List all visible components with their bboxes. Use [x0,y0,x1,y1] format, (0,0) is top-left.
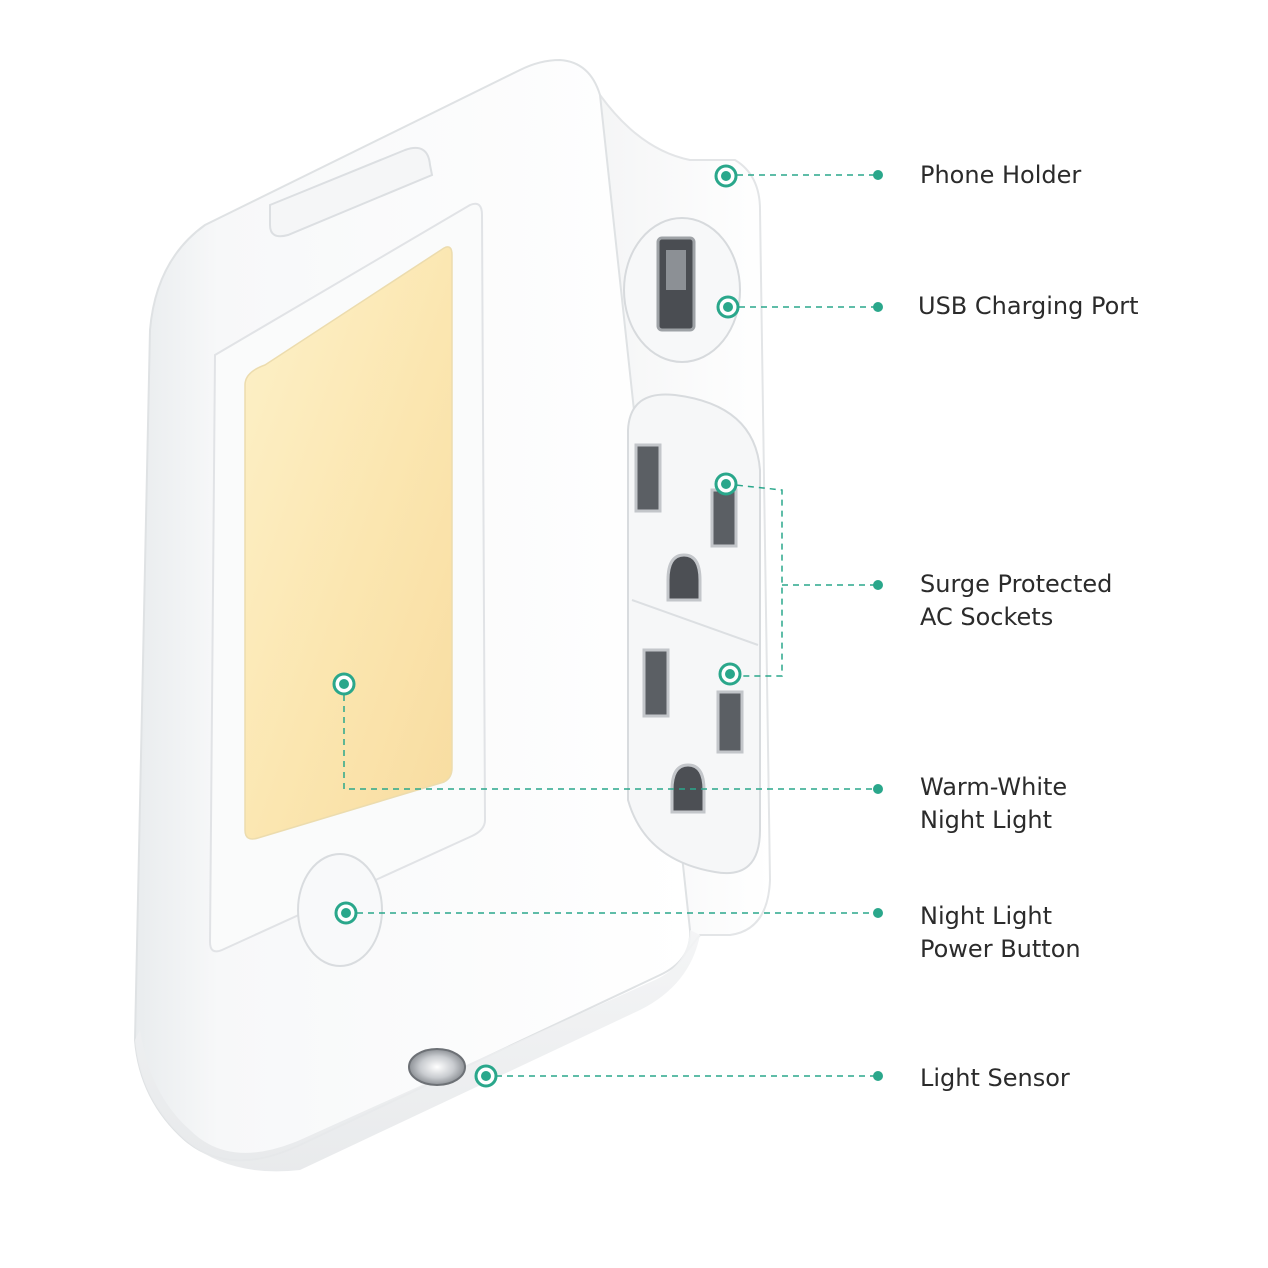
socket-slot [716,690,744,754]
phone-holder-slot [269,146,434,238]
marker-center [725,669,735,679]
socket-slot [634,443,662,513]
end-dot [873,302,883,312]
end-dot [873,580,883,590]
marker-center [723,302,733,312]
socket-ground [666,553,702,602]
end-dot [873,1071,883,1081]
label-power-button: Night Light Power Button [920,902,1081,963]
label-phone-holder: Phone Holder [920,161,1082,189]
light-sensor [408,1048,466,1086]
leader-night-light [343,684,878,790]
marker-center [721,171,731,181]
label-light-sensor: Light Sensor [920,1064,1070,1092]
socket-slot [642,648,670,718]
label-usb-charging-port: USB Charging Port [918,292,1139,320]
label-ac-sockets: Surge Protected AC Sockets [920,570,1113,631]
marker-center [339,679,349,689]
end-dot [873,784,883,794]
marker-center [481,1071,491,1081]
socket-slot [710,488,738,548]
night-light-panel [244,246,453,840]
label-night-light: Warm-White Night Light [920,773,1068,834]
socket-ground [670,763,706,814]
marker-center [721,479,731,489]
marker-center [341,908,351,918]
end-dot [873,170,883,180]
leader-ac-sockets [725,483,878,677]
end-dot [873,908,883,918]
